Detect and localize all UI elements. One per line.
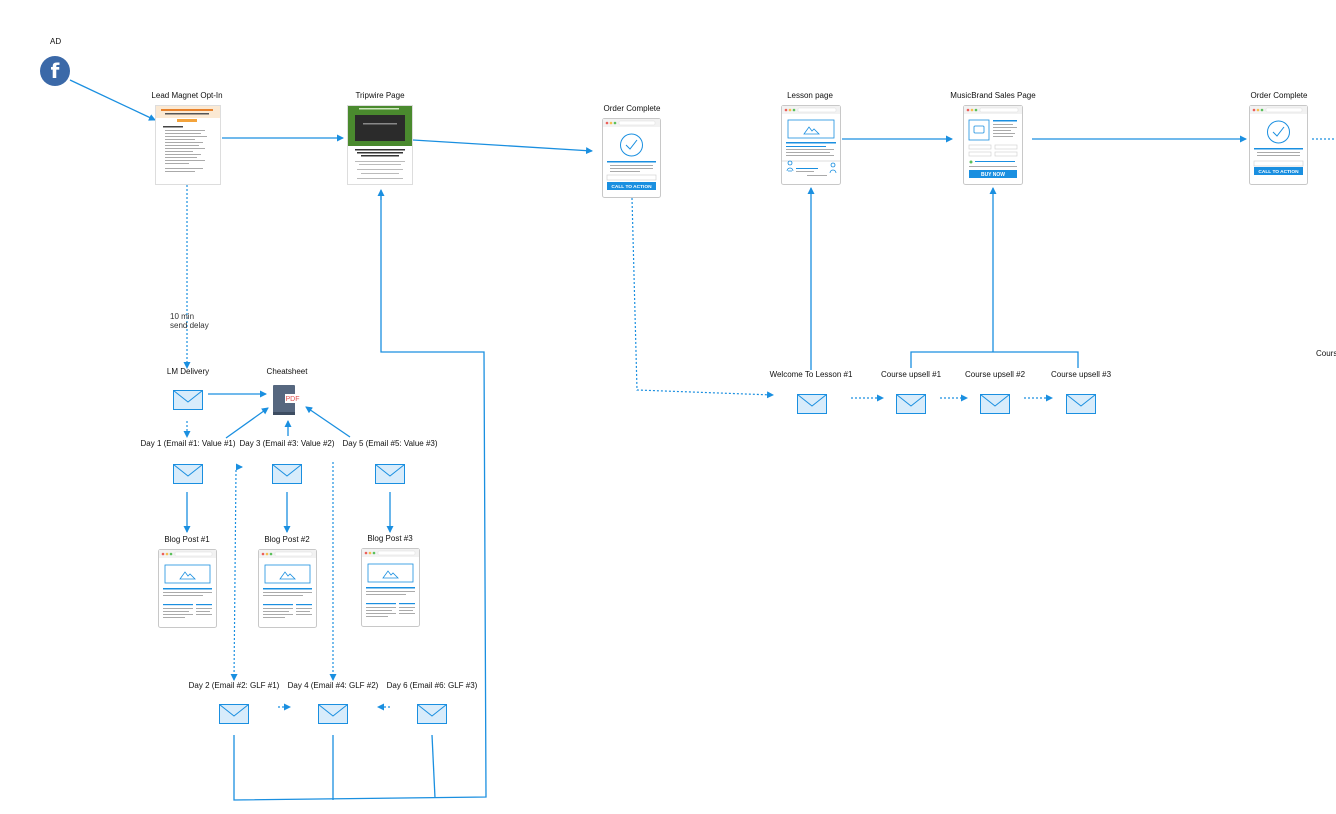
blog-post-2-thumbnail[interactable] <box>258 549 317 628</box>
optin-title: Lead Magnet Opt-In <box>151 91 223 100</box>
lm-delivery-email-icon[interactable] <box>173 390 203 410</box>
day1-label: Day 1 (Email #1: Value #1) <box>140 439 236 448</box>
order-complete-2-page-thumbnail[interactable]: CALL TO ACTION <box>1249 105 1308 185</box>
arrow-ad-to-optin <box>69 79 156 121</box>
order-complete-page-thumbnail[interactable]: CALL TO ACTION <box>602 118 661 198</box>
upsell3-email-icon[interactable] <box>1066 394 1096 414</box>
blog-post-2-label: Blog Post #2 <box>264 535 310 544</box>
order-complete-2-title: Order Complete <box>1250 91 1308 100</box>
blog-post-1-label: Blog Post #1 <box>164 535 210 544</box>
day2-label: Day 2 (Email #2: GLF #1) <box>188 681 280 690</box>
day1-email-icon[interactable] <box>173 464 203 484</box>
delay-note-line1: 10 min <box>170 312 195 321</box>
upsell3-label: Course upsell #3 <box>1050 370 1112 379</box>
buy-now-button[interactable]: BUY NOW <box>981 172 1005 178</box>
cut-off-label: Cours <box>1316 349 1336 358</box>
ad-label: AD <box>50 37 62 46</box>
lesson-page-title: Lesson page <box>787 91 833 100</box>
facebook-icon[interactable]: f <box>40 56 70 86</box>
upsell2-label: Course upsell #2 <box>964 370 1026 379</box>
loop-glf-to-tripwire <box>233 191 487 801</box>
welcome-label: Welcome To Lesson #1 <box>769 370 853 379</box>
lm-delivery-label: LM Delivery <box>166 367 210 376</box>
sales-page-title: MusicBrand Sales Page <box>950 91 1036 100</box>
upsell1-email-icon[interactable] <box>896 394 926 414</box>
blog-post-3-label: Blog Post #3 <box>367 534 413 543</box>
day2-email-icon[interactable] <box>219 704 249 724</box>
day3-label: Day 3 (Email #3: Value #2) <box>239 439 335 448</box>
welcome-email-icon[interactable] <box>797 394 827 414</box>
tripwire-title: Tripwire Page <box>355 91 405 100</box>
delay-note: 10 min send delay <box>170 312 209 330</box>
dotted-to-day2 <box>230 469 238 681</box>
pdf-icon[interactable]: PDF <box>273 385 301 417</box>
dotted-order-to-welcome <box>631 197 774 399</box>
blog-post-1-thumbnail[interactable] <box>158 549 217 628</box>
arrow-tripwire-to-order <box>412 139 593 155</box>
arrow-day5-to-pdf <box>305 406 351 438</box>
sales-page-thumbnail[interactable]: BUY NOW <box>963 105 1023 185</box>
lesson-page-thumbnail[interactable] <box>781 105 841 185</box>
arrow-day1-to-pdf <box>225 407 269 439</box>
optin-page-thumbnail[interactable] <box>155 105 221 185</box>
day6-email-icon[interactable] <box>417 704 447 724</box>
upsell-bracket <box>910 351 1079 368</box>
day4-label: Day 4 (Email #4: GLF #2) <box>287 681 379 690</box>
order-complete-title: Order Complete <box>603 104 661 113</box>
tripwire-page-thumbnail[interactable] <box>347 105 413 185</box>
delay-note-line2: send delay <box>170 321 209 330</box>
day4-email-icon[interactable] <box>318 704 348 724</box>
day3-email-icon[interactable] <box>272 464 302 484</box>
upsell1-label: Course upsell #1 <box>880 370 942 379</box>
blog-post-3-thumbnail[interactable] <box>361 548 420 627</box>
order-2-cta-button[interactable]: CALL TO ACTION <box>1258 169 1299 175</box>
day5-label: Day 5 (Email #5: Value #3) <box>342 439 438 448</box>
day6-label: Day 6 (Email #6: GLF #3) <box>386 681 478 690</box>
day5-email-icon[interactable] <box>375 464 405 484</box>
upsell2-email-icon[interactable] <box>980 394 1010 414</box>
pdf-icon-label: PDF <box>286 396 300 403</box>
cheatsheet-label: Cheatsheet <box>266 367 308 376</box>
order-cta-button[interactable]: CALL TO ACTION <box>611 184 652 190</box>
